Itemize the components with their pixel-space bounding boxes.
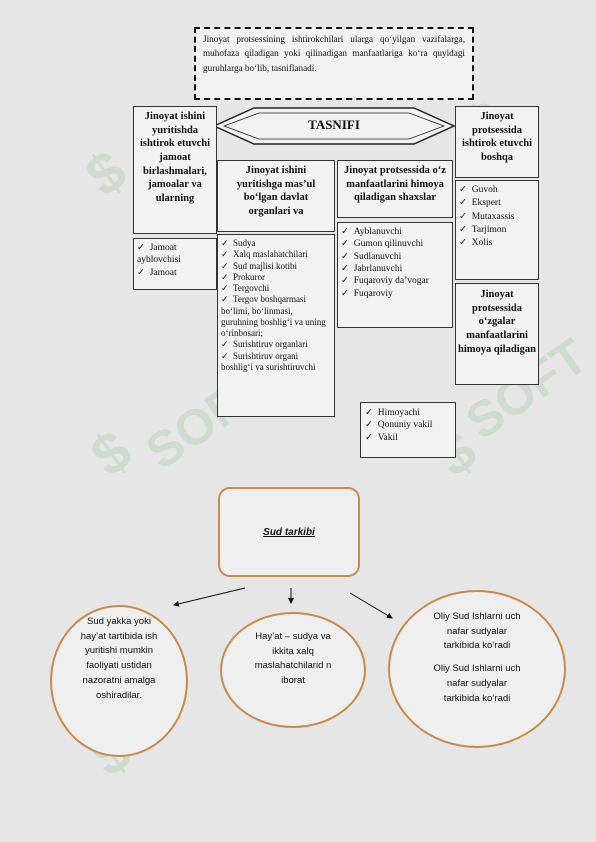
list-item: Ayblanuvchi <box>341 226 449 238</box>
list-item: Prokuror <box>221 272 331 283</box>
right-title: Jinoyat protsessida ishtirok etuvchi bos… <box>461 111 533 163</box>
list-item: Surishtiruv organi boshlig‘i va surishti… <box>221 351 331 374</box>
list-item: Vakil <box>365 432 451 444</box>
court-circle-mid: Hay’at – sudya va ikkita xalq maslahatch… <box>220 612 366 728</box>
list-item: Jamoat <box>137 267 213 279</box>
left-title: Jinoyat ishini yuritishda ishtirok etuvc… <box>139 111 211 204</box>
center-label: TASNIFI <box>308 117 360 132</box>
court-title: Sud tarkibi <box>263 526 315 538</box>
list-item: Qonuniy vakil <box>365 419 451 431</box>
list-item: Jabrlanuvchi <box>341 263 449 275</box>
list-item: Jamoat ayblovchisi <box>137 242 213 267</box>
list-item: Tergovchi <box>221 283 331 294</box>
court-circle-right: Oliy Sud Ishlarni uch nafar sudyalar tar… <box>388 590 566 748</box>
mid2-title: Jinoyat protsessida o‘z manfaatlarini hi… <box>344 165 446 204</box>
court-title-box: Sud tarkibi <box>218 487 360 577</box>
mid1-list-box: Sudya Xalq maslahatchilari Sud majlisi k… <box>217 234 335 417</box>
list-item: Guvoh <box>459 184 535 197</box>
list-item: Tarjimon <box>459 224 535 237</box>
list-item: Sudya <box>221 238 331 249</box>
mid2-title-box: Jinoyat protsessida o‘z manfaatlarini hi… <box>337 160 453 218</box>
circle-right-text: Oliy Sud Ishlarni uch nafar sudyalar tar… <box>433 663 521 704</box>
list-item: Xolis <box>459 237 535 250</box>
right2-title-box: Jinoyat protsessida o‘zgalar manfaatlari… <box>455 283 539 385</box>
bottom-list-box: Himoyachi Qonuniy vakil Vakil <box>360 402 456 458</box>
list-item: Sudlanuvchi <box>341 251 449 263</box>
circle-mid-text: Hay’at – sudya va ikkita xalq maslahatch… <box>254 631 332 687</box>
list-item: Gumon qilinuvchi <box>341 238 449 250</box>
list-item: Mutaxassis <box>459 211 535 224</box>
list-item: Ekspert <box>459 197 535 210</box>
court-circle-left: Sud yakka yoki hay’at tartibida ish yuri… <box>50 605 188 757</box>
list-item: Fuqaroviy <box>341 288 449 300</box>
right-title-box: Jinoyat protsessida ishtirok etuvchi bos… <box>455 106 539 178</box>
mid2-list-box: Ayblanuvchi Gumon qilinuvchi Sudlanuvchi… <box>337 222 453 328</box>
list-item: Himoyachi <box>365 407 451 419</box>
watermark: $ <box>74 137 138 210</box>
list-item: Sud majlisi kotibi <box>221 261 331 272</box>
tasnifi-ribbon <box>212 107 456 145</box>
list-item: Fuqaroviy da’vogar <box>341 275 449 287</box>
watermark: $ <box>79 417 143 490</box>
left-list-box: Jamoat ayblovchisi Jamoat <box>133 238 217 290</box>
right2-title: Jinoyat protsessida o‘zgalar manfaatlari… <box>458 289 536 355</box>
circle-right-text: Oliy Sud Ishlarni uch nafar sudyalar tar… <box>433 611 521 652</box>
list-item: Xalq maslahatchilari <box>221 249 331 260</box>
mid1-title-box: Jinoyat ishini yuritishga mas’ul bo‘lgan… <box>217 160 335 232</box>
court-arrows <box>173 587 393 619</box>
left-title-box: Jinoyat ishini yuritishda ishtirok etuvc… <box>133 106 217 234</box>
right-list-box: Guvoh Ekspert Mutaxassis Tarjimon Xolis <box>455 180 539 280</box>
mid1-title: Jinoyat ishini yuritishga mas’ul bo‘lgan… <box>236 165 316 217</box>
circle-left-text: Sud yakka yoki hay’at tartibida ish yuri… <box>80 616 158 701</box>
list-item: Surishtiruv organlari <box>221 339 331 350</box>
list-item: Tergov boshqarmasi bo‘limi, bo‘linmasi, … <box>221 294 331 339</box>
intro-text: Jinoyat protsessining ishtirokchilari ul… <box>194 27 474 100</box>
